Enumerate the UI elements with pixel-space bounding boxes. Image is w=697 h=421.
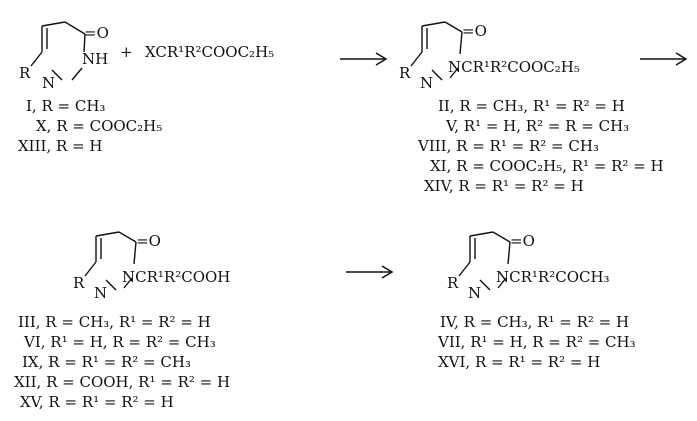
substituent-label-3: NCR¹R²COOH — [122, 268, 231, 286]
list3-item: IX, R = R¹ = R² = CH₃ — [22, 353, 191, 371]
list3-item: III, R = CH₃, R¹ = R² = H — [18, 313, 211, 331]
list3-item: XV, R = R¹ = R² = H — [20, 393, 174, 411]
n-label-4: N — [468, 284, 482, 302]
r-label-4: R — [447, 274, 459, 292]
r-label-2: R — [399, 64, 411, 82]
reaction-arrow-1 — [340, 52, 388, 66]
n-label-1: N — [42, 74, 56, 92]
ring-1-lower-bonds — [51, 67, 83, 81]
oxo-label-1: =O — [84, 24, 109, 42]
substituent-label-2: NCR¹R²COOC₂H₅ — [448, 58, 580, 76]
r-label-1: R — [19, 64, 31, 82]
list3-item: XII, R = COOH, R¹ = R² = H — [14, 373, 231, 391]
list4-item: XVI, R = R¹ = R² = H — [438, 353, 601, 371]
pyridazinone-ring-3 — [84, 231, 137, 291]
substituent-label-4: NCR¹R²COCH₃ — [496, 268, 610, 286]
plus-sign: + — [120, 43, 133, 61]
reaction-arrow-2 — [640, 52, 688, 66]
list4-item: IV, R = CH₃, R¹ = R² = H — [440, 313, 630, 331]
list2-item: XIV, R = R¹ = R² = H — [424, 177, 584, 195]
oxo-label-2: =O — [462, 22, 487, 40]
list1-item: I, R = CH₃ — [26, 97, 106, 115]
compound-list-4: IV, R = CH₃, R¹ = R² = H VII, R¹ = H, R … — [438, 312, 636, 372]
compound-list-1: I, R = CH₃ X, R = COOC₂H₅ XIII, R = H — [16, 96, 162, 156]
reagent-formula: XCR¹R²COOC₂H₅ — [145, 43, 275, 61]
pyridazinone-ring-2 — [410, 21, 463, 81]
list3-item: VI, R¹ = H, R = R² = CH₃ — [24, 333, 216, 351]
list2-item: V, R¹ = H, R² = R = CH₃ — [446, 117, 630, 135]
list1-item: X, R = COOC₂H₅ — [36, 117, 163, 135]
reaction-arrow-3 — [346, 265, 394, 279]
compound-list-2: II, R = CH₃, R¹ = R² = H V, R¹ = H, R² =… — [418, 96, 664, 196]
r-label-3: R — [73, 274, 85, 292]
list1-item: XIII, R = H — [18, 137, 103, 155]
n-label-3: N — [94, 284, 108, 302]
list2-item: XI, R = COOC₂H₅, R¹ = R² = H — [430, 157, 664, 175]
n-label-2: N — [420, 74, 434, 92]
list2-item: VIII, R = R¹ = R² = CH₃ — [418, 137, 599, 155]
nh-label-1: NH — [82, 50, 109, 68]
compound-list-3: III, R = CH₃, R¹ = R² = H VI, R¹ = H, R … — [10, 312, 230, 412]
pyridazinone-ring-4 — [458, 231, 511, 291]
oxo-label-3: =O — [136, 232, 161, 250]
oxo-label-4: =O — [510, 232, 535, 250]
pyridazinone-ring-1 — [30, 21, 86, 67]
list4-item: VII, R¹ = H, R = R² = CH₃ — [438, 333, 636, 351]
list2-item: II, R = CH₃, R¹ = R² = H — [438, 97, 625, 115]
